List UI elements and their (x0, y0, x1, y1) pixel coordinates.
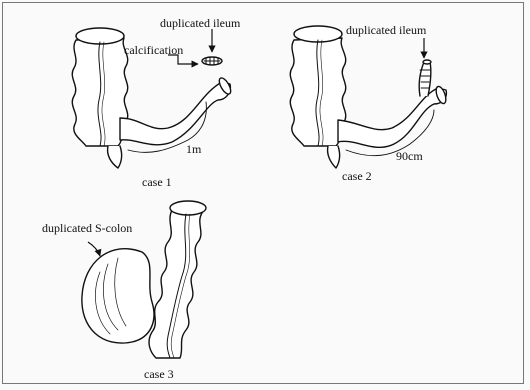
case2-label-length: 90cm (396, 150, 423, 162)
case1-label-length: 1m (186, 143, 201, 155)
case3-arrow-duplicated (88, 242, 100, 256)
case3-caption: case 3 (144, 368, 174, 380)
case2-caption: case 2 (342, 170, 372, 182)
case3-colon-opening (170, 201, 206, 215)
case3-label-duplicated-s-colon: duplicated S-colon (42, 222, 132, 234)
case1-label-duplicated-ileum: duplicated ileum (160, 17, 240, 29)
case1-duplicated-ileum (202, 57, 222, 65)
case1-appendix (108, 146, 122, 168)
case2-appendix (328, 146, 340, 168)
case1-label-calcification: calcification (124, 44, 183, 56)
case1-ileum (120, 82, 230, 145)
case3-duplicated-pouch (82, 249, 154, 343)
case1-caption: case 1 (142, 176, 172, 188)
case3-colon (149, 210, 204, 358)
case2-duplicated-ileum (419, 60, 431, 96)
case2-label-duplicated-ileum: duplicated ileum (346, 24, 426, 36)
case2-ileum (338, 88, 446, 147)
